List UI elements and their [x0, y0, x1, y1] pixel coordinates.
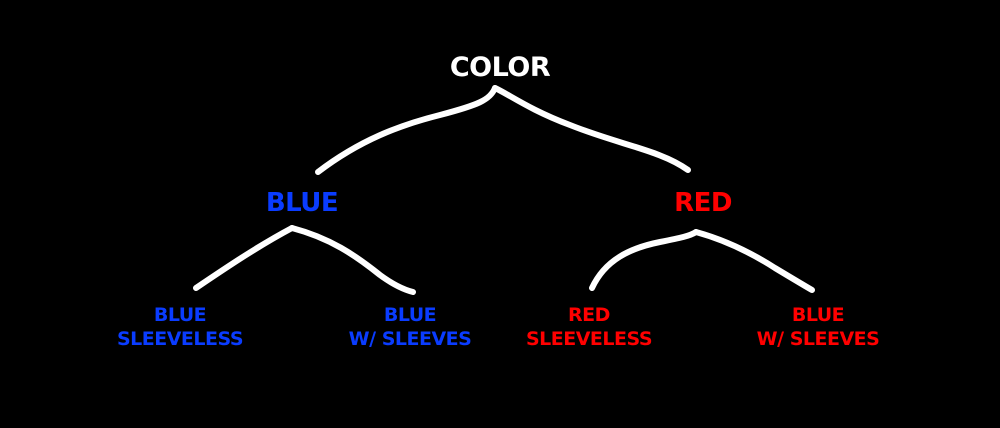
branch-node-red: RED	[674, 188, 732, 218]
connector-root-to-red	[492, 85, 691, 173]
connector-root-to-blue	[315, 85, 498, 175]
leaf-line2: W/ SLEEVES	[756, 328, 880, 350]
leaf-line2: SLEEVELESS	[525, 328, 653, 350]
root-node-color: COLOR	[449, 52, 551, 83]
connector-red-to-sleeves	[693, 229, 815, 293]
leaf-node-blue-sleeveless: BLUE SLEEVELESS	[116, 303, 244, 351]
leaf-line1: BLUE	[791, 304, 845, 326]
connector-blue-to-sleeveless	[193, 225, 295, 291]
branch-node-blue: BLUE	[265, 188, 339, 218]
leaf-node-red-sleeveless: RED SLEEVELESS	[525, 303, 653, 351]
leaf-node-blue-with-sleeves: BLUE W/ SLEEVES	[349, 303, 472, 351]
connector-blue-to-sleeves	[289, 225, 416, 295]
leaf-line1: BLUE	[383, 304, 437, 326]
connector-red-to-sleeveless	[589, 229, 699, 291]
leaf-line1: BLUE	[153, 304, 207, 326]
leaf-line2: W/ SLEEVES	[348, 328, 472, 350]
leaf-line2: SLEEVELESS	[116, 328, 244, 350]
leaf-node-red-blue-with-sleeves: BLUE W/ SLEEVES	[757, 303, 880, 351]
leaf-line1: RED	[568, 304, 610, 326]
